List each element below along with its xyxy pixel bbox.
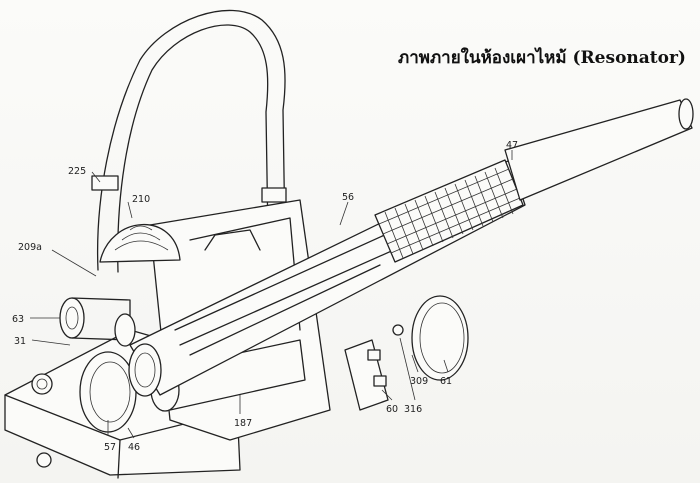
label-225: 225 bbox=[68, 166, 86, 177]
strap-buckle bbox=[91, 175, 119, 191]
bracket bbox=[344, 324, 404, 411]
leader-lines bbox=[30, 150, 513, 439]
label-60: 60 bbox=[386, 404, 398, 415]
label-61: 61 bbox=[440, 376, 452, 387]
diagram-title: ภาพภายในห้องเผาไหม้ (Resonator) bbox=[398, 48, 686, 68]
coil-assembly bbox=[59, 297, 136, 347]
heat-shield-mesh bbox=[374, 159, 524, 263]
label-187: 187 bbox=[234, 418, 252, 429]
mounting-hole bbox=[36, 452, 52, 468]
filler-cap bbox=[31, 373, 53, 395]
label-316: 316 bbox=[404, 404, 422, 415]
label-209a: 209a bbox=[18, 242, 42, 253]
clamp-ring bbox=[411, 295, 469, 381]
label-57: 57 bbox=[104, 442, 116, 453]
label-31: 31 bbox=[14, 336, 26, 347]
label-56: 56 bbox=[342, 192, 354, 203]
strap-buckle-right bbox=[261, 187, 287, 203]
label-47: 47 bbox=[506, 140, 518, 151]
exhaust-pipe bbox=[504, 98, 694, 201]
part-labels: 225 210 209a 63 31 57 46 187 56 47 309 6… bbox=[12, 140, 518, 453]
label-210: 210 bbox=[132, 194, 150, 205]
label-46: 46 bbox=[128, 442, 140, 453]
tank-dome bbox=[99, 223, 181, 263]
label-309: 309 bbox=[410, 376, 428, 387]
label-63: 63 bbox=[12, 314, 24, 325]
